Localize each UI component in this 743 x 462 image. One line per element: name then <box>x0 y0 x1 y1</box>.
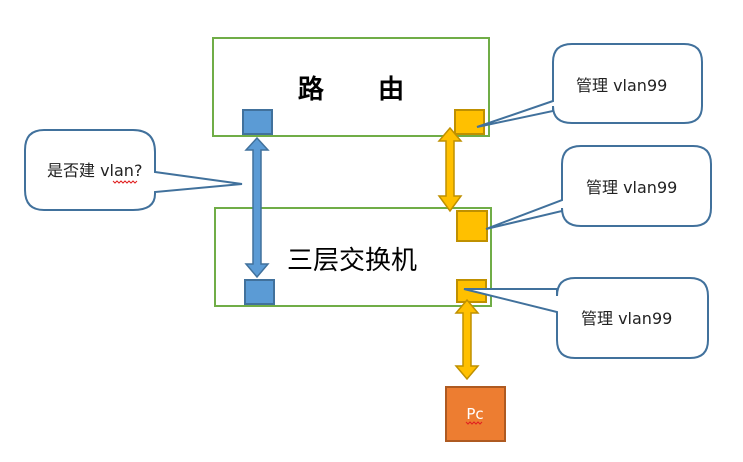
callout-switch-mgmt-top: 管理 vlan99 <box>485 145 712 230</box>
callout-bubble <box>24 129 243 211</box>
callout-text: 管理 vlan99 <box>586 178 677 197</box>
callout-bubble <box>485 145 712 230</box>
callout-router-mgmt: 管理 vlan99 <box>476 43 703 128</box>
spellcheck-underline <box>112 180 138 184</box>
pc-box <box>445 386 506 442</box>
router-port-mgmt <box>454 109 485 135</box>
pc-node: Pc <box>445 386 506 442</box>
switch-label: 三层交换机 <box>287 246 417 276</box>
pc-label: Pc <box>466 405 483 423</box>
switch-port-blue <box>244 279 275 305</box>
callout-bubble <box>476 43 703 128</box>
yellow-double-arrow-bottom <box>454 298 480 381</box>
blue-double-arrow <box>244 136 270 279</box>
switch-port-mgmt-top <box>456 210 488 242</box>
router-node: 路 由 <box>212 37 490 137</box>
callout-switch-mgmt-bottom: 管理 vlan99 <box>463 277 709 359</box>
yellow-double-arrow-top <box>437 126 463 213</box>
callout-text: 管理 vlan99 <box>581 309 672 328</box>
router-port-blue <box>242 109 273 135</box>
spellcheck-underline <box>465 421 483 425</box>
router-label: 路 由 <box>298 74 404 105</box>
callout-text: 管理 vlan99 <box>576 76 667 95</box>
callout-vlan-question: 是否建 vlan? <box>24 129 243 211</box>
callout-text: 是否建 vlan? <box>47 161 142 180</box>
callout-bubble <box>463 277 709 359</box>
